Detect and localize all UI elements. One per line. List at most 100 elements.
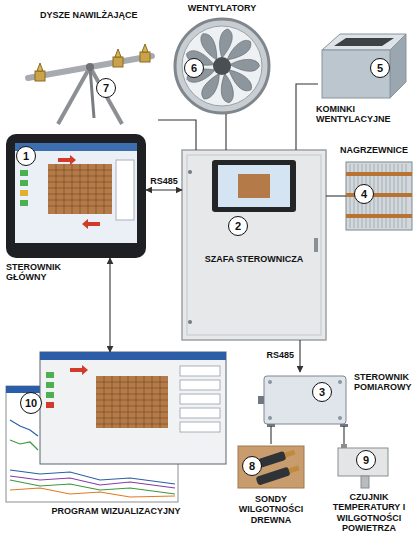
callout-number: 7 xyxy=(103,83,109,94)
nozzle-picture-part xyxy=(115,49,121,57)
fan-picture-part xyxy=(213,57,231,75)
fan-picture xyxy=(175,19,269,113)
visualisation-screens-picture-part xyxy=(10,476,175,488)
wood-probes-picture-part-part xyxy=(289,465,300,473)
callout-circle: 4 xyxy=(354,184,374,204)
callout-number: 8 xyxy=(249,461,255,472)
fan-picture-part xyxy=(182,26,262,106)
nozzle-picture-part xyxy=(86,63,94,71)
visualisation-screens-picture-part xyxy=(10,420,38,436)
nozzle-picture-part xyxy=(58,67,90,124)
callout-number: 1 xyxy=(23,151,29,162)
device-label: WENTYLATORY xyxy=(154,3,290,13)
main-controller-picture-part xyxy=(82,219,100,229)
chimney-picture-part xyxy=(334,38,394,46)
callout-circle: 9 xyxy=(356,450,376,470)
callout-number: 6 xyxy=(191,63,197,74)
air-sensor-picture-part xyxy=(361,476,369,488)
device-label: KOMINKI WENTYLACYJNE xyxy=(316,104,412,125)
fan-picture-part xyxy=(185,29,260,104)
heater-picture-part xyxy=(346,162,412,230)
main-controller-picture-part xyxy=(20,170,28,176)
measuring-controller-picture-part xyxy=(338,380,342,384)
wood-probes-picture-part xyxy=(238,446,304,488)
control-cabinet-picture-part xyxy=(187,155,321,335)
visualisation-screens-picture-part xyxy=(46,372,54,378)
air-sensor: CZUJNIK TEMPERATURY I WILGOTNOŚCI POWIET… xyxy=(330,444,400,488)
main-controller-picture-part xyxy=(48,164,112,214)
chimney-picture-part xyxy=(322,50,390,98)
control-cabinet-picture-part xyxy=(218,165,290,207)
heater-picture-part xyxy=(346,214,412,218)
device-label: SONDY WILGOTNOŚCI DREWNA xyxy=(228,494,314,525)
air-sensor-picture-part xyxy=(341,444,347,448)
air-sensor-picture xyxy=(338,444,388,488)
measuring-controller-picture-part xyxy=(264,376,346,424)
connector-line xyxy=(158,120,196,150)
wood-probes-picture xyxy=(238,446,304,488)
callout-number: 10 xyxy=(25,398,37,409)
heater-picture xyxy=(346,162,412,230)
visualisation-screens-picture-part xyxy=(40,352,226,360)
callout-circle: 10 xyxy=(20,392,42,414)
visualisation-screens-picture xyxy=(6,352,226,502)
device-label: NAGRZEWNICE xyxy=(340,145,412,155)
measuring-controller-picture-part xyxy=(258,396,264,404)
visualisation-screens-picture-part xyxy=(70,365,88,375)
main-controller-picture-part xyxy=(15,143,137,243)
visualisation-screens-picture-part xyxy=(180,366,220,376)
fan-picture-part xyxy=(175,19,269,113)
measuring-controller: STEROWNIK POMIAROWY3 xyxy=(262,372,348,426)
control-cabinet-picture xyxy=(182,150,326,340)
visualisation-screens-picture-part xyxy=(10,488,175,497)
callout-circle: 7 xyxy=(96,78,116,98)
connector-line xyxy=(270,426,271,444)
main-controller-picture-part xyxy=(48,164,112,214)
measuring-controller-picture-part xyxy=(338,416,342,420)
nozzle-picture-part xyxy=(142,44,148,52)
device-label: SZAFA STEROWNICZA xyxy=(182,254,326,264)
main-controller-picture-part xyxy=(58,155,76,165)
wood-probes-picture-part-part xyxy=(284,450,295,458)
measuring-controller-picture-part xyxy=(268,380,272,384)
wood-probes-picture-part xyxy=(256,464,301,486)
callout-circle: 8 xyxy=(242,456,262,476)
device-label: STEROWNIK GŁÓWNY xyxy=(6,262,86,283)
nozzle-picture-part xyxy=(90,67,122,124)
nozzle-unit: DYSZE NAWILŻAJĄCE7 xyxy=(18,28,158,128)
callout-circle: 3 xyxy=(312,382,332,402)
connector-line xyxy=(296,84,318,150)
nozzle-picture xyxy=(28,44,152,124)
chimney-picture-part xyxy=(390,34,406,98)
connector-line xyxy=(343,426,344,444)
control-cabinet-picture-part xyxy=(314,238,318,252)
connector-line xyxy=(326,195,346,196)
control-cabinet-picture-part xyxy=(188,170,192,174)
chimney-unit: KOMINKI WENTYLACYJNE5 xyxy=(318,28,408,100)
visualisation-screens-picture-part xyxy=(46,402,54,408)
heater-unit: NAGRZEWNICE4 xyxy=(346,160,412,232)
callout-number: 5 xyxy=(377,63,383,74)
visualisation-screens-picture-part xyxy=(180,394,220,404)
visualisation-screens-picture-part xyxy=(46,392,54,398)
control-cabinet-picture-part xyxy=(212,160,296,212)
main-controller-picture-part xyxy=(20,180,28,186)
main-controller-picture-part xyxy=(20,190,28,196)
device-label: DYSZE NAWILŻAJĄCE xyxy=(40,10,170,20)
main-controller-picture-part xyxy=(6,134,146,258)
bus-label: RS485 xyxy=(264,351,296,361)
control-cabinet-picture-part xyxy=(182,150,326,340)
nozzle-picture-part xyxy=(140,52,150,62)
bus-label: RS485 xyxy=(148,177,180,187)
heater-picture-part xyxy=(346,172,412,176)
air-sensor-picture-part xyxy=(338,448,388,476)
visualisation-screens-picture-part xyxy=(10,470,175,484)
callout-number: 2 xyxy=(235,221,241,232)
callout-circle: 6 xyxy=(184,58,204,78)
device-label: STEROWNIK POMIAROWY xyxy=(354,372,416,393)
main-controller: STEROWNIK GŁÓWNY1 xyxy=(6,134,146,258)
nozzle-picture-part xyxy=(37,63,43,71)
chimney-picture xyxy=(322,34,406,98)
